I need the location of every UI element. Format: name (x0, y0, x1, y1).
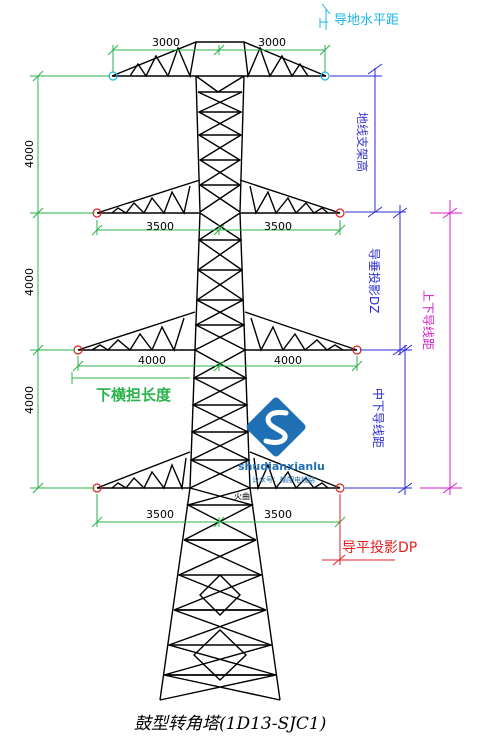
guide-to-ground-annotation (319, 3, 331, 30)
dim-vertical-1: 4000 (23, 140, 36, 168)
label-ground-wire-support-height: 地线支架高 (355, 112, 370, 172)
dim-upper-right: 3500 (264, 220, 292, 233)
logo: shudianxianlu 公众号：输配电线路 (238, 397, 325, 484)
logo-s-icon (263, 409, 289, 445)
dim-middle-left: 4000 (138, 354, 166, 367)
label-upper-lower-distance: 上下导线距 (421, 290, 435, 350)
lower-conductor-point-right (335, 483, 345, 493)
dim-lower-left: 3500 (146, 508, 174, 521)
middle-lower-distance-annotation (345, 344, 413, 495)
upper-conductor-point-right (335, 208, 345, 218)
tower-structure (77, 41, 358, 701)
dim-middle-right: 4000 (274, 354, 302, 367)
label-middle-lower-distance: 中下导线距 (371, 388, 386, 448)
dim-vertical-3: 4000 (23, 386, 36, 414)
label-guide-horizontal-projection: 导平投影DP (342, 540, 417, 556)
label-guide-vertical-projection: 导垂投影DZ (367, 248, 382, 313)
dimension-texts: 3000 3000 3500 3500 4000 4000 3500 3500 … (23, 36, 302, 521)
dimension-lines (30, 44, 363, 528)
label-fire-curve: 火曲 (234, 491, 250, 501)
dim-lower-right: 3500 (264, 508, 292, 521)
dim-vertical-2: 4000 (23, 268, 36, 296)
upper-lower-distance-annotation (420, 200, 462, 495)
dim-top-left: 3000 (152, 36, 180, 49)
dim-top-right: 3000 (258, 36, 286, 49)
logo-name: shudianxianlu (238, 460, 325, 473)
guide-horizontal-projection-annotation (322, 494, 395, 566)
label-lower-crossarm-length: 下横担长度 (96, 386, 172, 404)
page-title: 鼓型转角塔(1D13-SJC1) (134, 714, 326, 734)
dim-upper-left: 3500 (146, 220, 174, 233)
label-guide-to-ground: 导地水平距 (334, 13, 399, 28)
logo-sub: 公众号：输配电线路 (252, 475, 315, 484)
